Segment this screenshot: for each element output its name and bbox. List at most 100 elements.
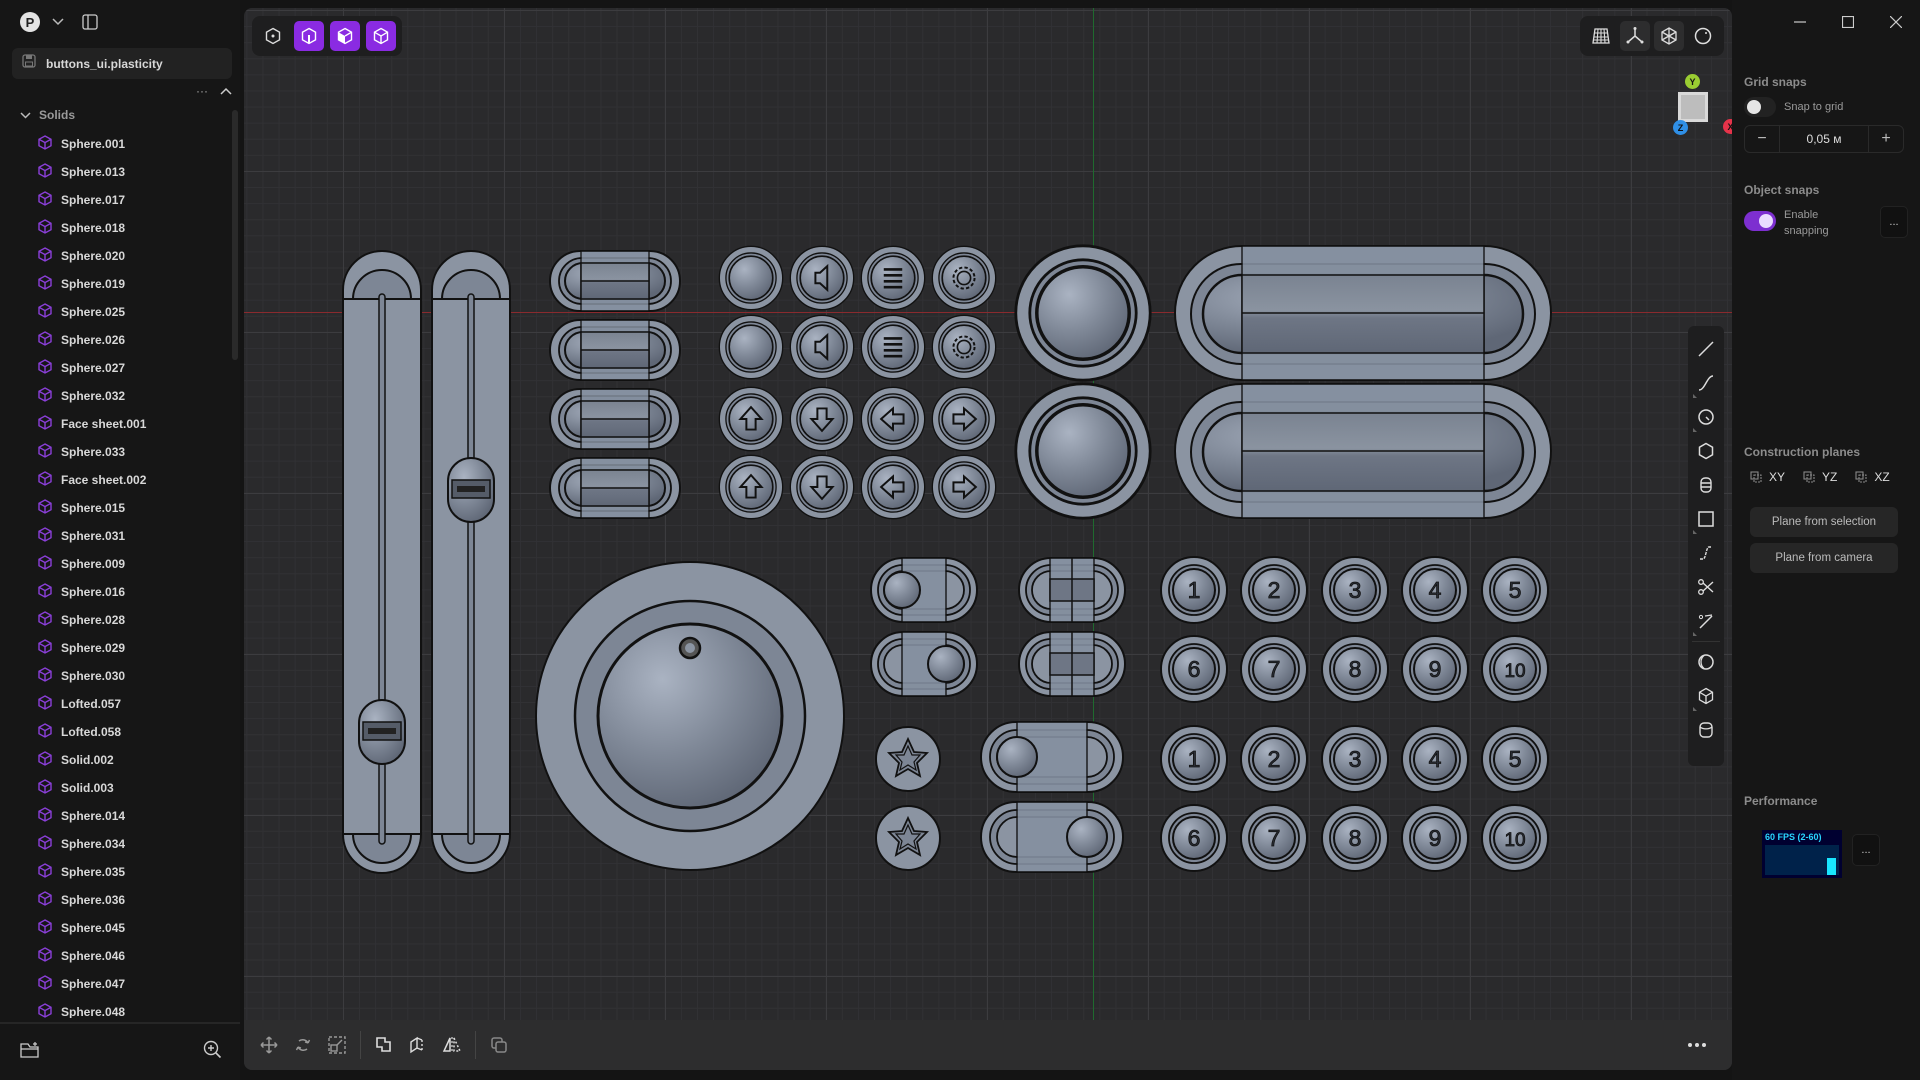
z-axis-ball[interactable]: Z [1673, 120, 1688, 135]
solid-list-item[interactable]: Sphere.016 [38, 578, 228, 606]
solid-list-item[interactable]: Sphere.013 [38, 158, 228, 186]
plane-xz-button[interactable]: XZ [1855, 470, 1890, 484]
move-tool-button[interactable] [254, 1030, 284, 1060]
zoom-to-selection-icon[interactable] [203, 1040, 222, 1064]
solids-group-header[interactable]: Solids [20, 108, 75, 122]
solid-list-item[interactable]: Sphere.019 [38, 270, 228, 298]
number-button[interactable]: 10 [1481, 804, 1549, 872]
solid-list-item[interactable]: Sphere.047 [38, 970, 228, 998]
new-folder-icon[interactable] [20, 1041, 40, 1064]
toggle-sidebar-icon[interactable] [80, 12, 100, 32]
mirror-tool-button[interactable] [437, 1030, 467, 1060]
number-button[interactable]: 4 [1401, 556, 1469, 624]
number-button[interactable]: 1 [1160, 556, 1228, 624]
number-button[interactable]: 6 [1160, 635, 1228, 703]
number-button[interactable]: 5 [1481, 725, 1549, 793]
grid-size-increment-button[interactable]: + [1881, 130, 1891, 147]
solid-list-item[interactable]: Sphere.014 [38, 802, 228, 830]
orientation-gizmo[interactable]: Y Z X [1662, 70, 1732, 140]
shading-toggle-button[interactable] [1688, 21, 1718, 51]
number-button[interactable]: 2 [1240, 725, 1308, 793]
solid-list-item[interactable]: Sphere.017 [38, 186, 228, 214]
plane-from-selection-button[interactable]: Plane from selection [1750, 507, 1898, 537]
polygon-tool-button[interactable] [1691, 434, 1721, 468]
solid-list-item[interactable]: Sphere.033 [38, 438, 228, 466]
axes-toggle-button[interactable] [1620, 21, 1650, 51]
duplicate-button[interactable] [484, 1030, 514, 1060]
sphere-tool-button[interactable] [1691, 645, 1721, 679]
cylinder-tool-button[interactable] [1691, 713, 1721, 747]
close-window-icon[interactable] [1872, 10, 1920, 34]
trim-scissors-button[interactable] [1691, 570, 1721, 604]
grid-size-input[interactable]: 0,05 м [1779, 126, 1869, 152]
solid-list-item[interactable]: Solid.003 [38, 774, 228, 802]
solid-list-item[interactable]: Sphere.032 [38, 382, 228, 410]
line-tool-button[interactable] [1691, 332, 1721, 366]
vertex-select-button[interactable] [258, 21, 288, 51]
solid-list-item[interactable]: Sphere.001 [38, 130, 228, 158]
solid-list-item[interactable]: Sphere.025 [38, 298, 228, 326]
solid-list-item[interactable]: Sphere.028 [38, 606, 228, 634]
solid-list-item[interactable]: Sphere.036 [38, 886, 228, 914]
solid-list-item[interactable]: Sphere.030 [38, 662, 228, 690]
enable-snapping-toggle[interactable] [1744, 211, 1776, 231]
extrude-face-button[interactable] [403, 1030, 433, 1060]
plane-xy-button[interactable]: XY [1750, 470, 1785, 484]
more-options-button[interactable]: ··· [196, 84, 208, 98]
solid-list-item[interactable]: Solid.002 [38, 746, 228, 774]
number-button[interactable]: 8 [1321, 635, 1389, 703]
performance-options-button[interactable]: ... [1852, 834, 1880, 866]
more-tools-button[interactable] [1682, 1030, 1712, 1060]
solid-list-item[interactable]: Sphere.046 [38, 942, 228, 970]
number-button[interactable]: 3 [1321, 725, 1389, 793]
rotate-tool-button[interactable] [288, 1030, 318, 1060]
number-button[interactable]: 5 [1481, 556, 1549, 624]
edge-select-button[interactable] [294, 21, 324, 51]
solid-list-item[interactable]: Sphere.018 [38, 214, 228, 242]
snapping-options-button[interactable]: ... [1880, 206, 1908, 238]
solid-list-item[interactable]: Lofted.057 [38, 690, 228, 718]
number-button[interactable]: 7 [1240, 635, 1308, 703]
solid-list-item[interactable]: Sphere.027 [38, 354, 228, 382]
snap-to-grid-toggle[interactable] [1744, 97, 1776, 117]
grid-toggle-button[interactable] [1586, 21, 1616, 51]
solid-list-item[interactable]: Sphere.015 [38, 494, 228, 522]
number-button[interactable]: 10 [1481, 635, 1549, 703]
account-dropdown-chevron-icon[interactable] [50, 14, 66, 30]
spiral-tool-button[interactable] [1691, 468, 1721, 502]
number-button[interactable]: 9 [1401, 635, 1469, 703]
number-button[interactable]: 9 [1401, 804, 1469, 872]
xray-toggle-button[interactable] [1654, 21, 1684, 51]
number-button[interactable]: 1 [1160, 725, 1228, 793]
solid-list-item[interactable]: Sphere.035 [38, 858, 228, 886]
solid-list-item[interactable]: Sphere.026 [38, 326, 228, 354]
rectangle-tool-button[interactable] [1691, 502, 1721, 536]
number-button[interactable]: 3 [1321, 556, 1389, 624]
solid-list-item[interactable]: Sphere.020 [38, 242, 228, 270]
number-button[interactable]: 6 [1160, 804, 1228, 872]
solid-list-item[interactable]: Sphere.029 [38, 634, 228, 662]
collapse-all-icon[interactable] [220, 84, 232, 98]
minimize-window-icon[interactable] [1776, 10, 1824, 34]
solid-list-item[interactable]: Lofted.058 [38, 718, 228, 746]
offset-curve-tool-button[interactable] [1691, 604, 1721, 638]
face-select-button[interactable] [330, 21, 360, 51]
number-button[interactable]: 8 [1321, 804, 1389, 872]
box-tool-button[interactable] [1691, 679, 1721, 713]
account-avatar[interactable]: P [20, 12, 40, 32]
sidebar-scrollbar[interactable] [232, 110, 238, 360]
grid-size-decrement-button[interactable]: − [1757, 130, 1767, 147]
solid-list-item[interactable]: Sphere.009 [38, 550, 228, 578]
curve-tool-button[interactable] [1691, 366, 1721, 400]
number-button[interactable]: 7 [1240, 804, 1308, 872]
solid-list-item[interactable]: Sphere.034 [38, 830, 228, 858]
scale-tool-button[interactable] [322, 1030, 352, 1060]
solid-select-button[interactable] [366, 21, 396, 51]
circle-tool-button[interactable] [1691, 400, 1721, 434]
solid-list-item[interactable]: Sphere.048 [38, 998, 228, 1018]
maximize-window-icon[interactable] [1824, 10, 1872, 34]
boolean-union-button[interactable] [369, 1030, 399, 1060]
solid-list-item[interactable]: Sphere.045 [38, 914, 228, 942]
